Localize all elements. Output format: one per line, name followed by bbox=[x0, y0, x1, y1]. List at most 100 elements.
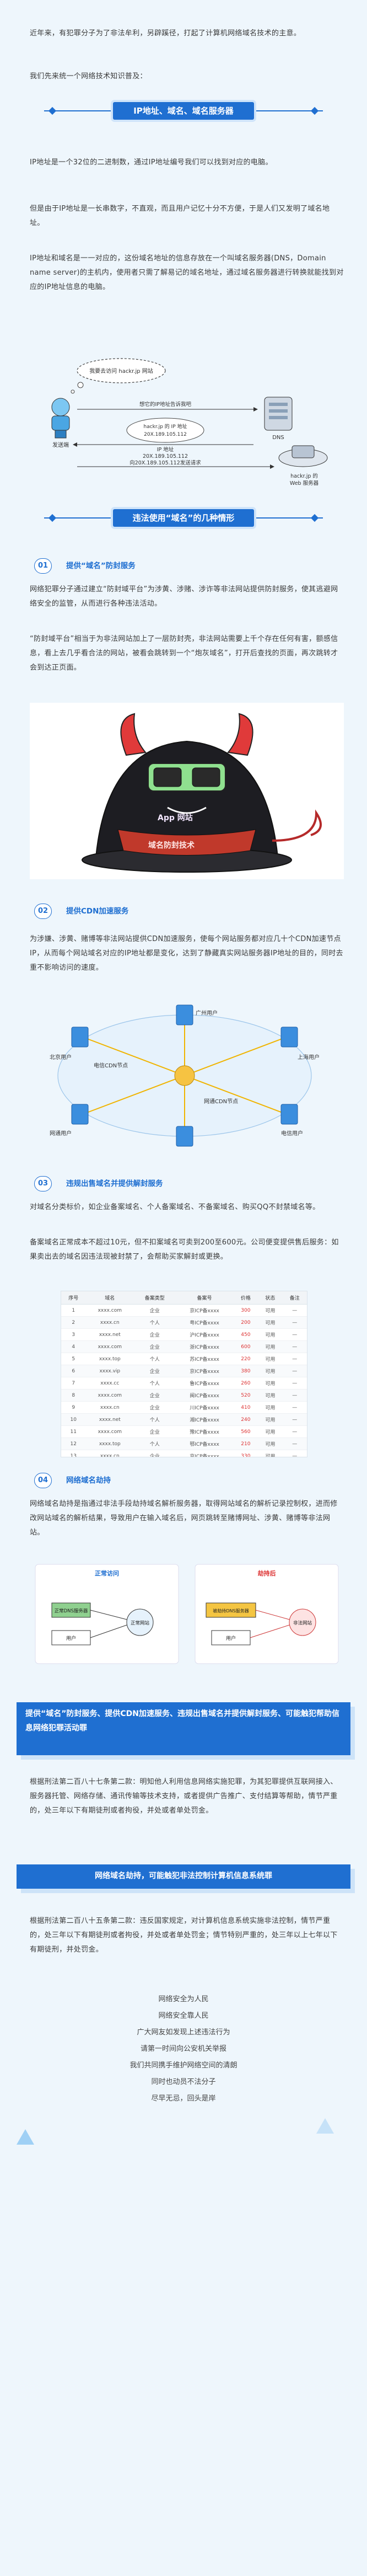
table-cell: 560 bbox=[233, 1425, 258, 1438]
table-cell: 个人 bbox=[134, 1377, 176, 1389]
section-title-misuse-text: 违法使用“域名”的几种情形 bbox=[113, 509, 254, 527]
table-cell: 可用 bbox=[258, 1413, 283, 1426]
ip-paragraph-3: IP地址和域名是一一对应的，这份域名地址的信息存放在一个叫域名服务器(DNS，D… bbox=[30, 254, 344, 291]
table-cell: 个人 bbox=[134, 1316, 176, 1329]
table-cell: xxxx.cc bbox=[85, 1377, 134, 1389]
table-cell: 豫ICP备xxxx bbox=[175, 1425, 234, 1438]
table-cell: — bbox=[282, 1377, 307, 1389]
subsection-header-01: 01 提供“域名”防封服务 bbox=[34, 557, 343, 575]
subsection-title: 提供“域名”防封服务 bbox=[66, 562, 136, 570]
ip-paragraph-1: IP地址是一个32位的二进制数，通过IP地址编号我们可以找到对应的电脑。 bbox=[30, 158, 273, 167]
hijack-normal-panel: 正常访问 正常DNS服务器 用户 正常网站 bbox=[35, 1564, 179, 1664]
table-cell: — bbox=[282, 1413, 307, 1426]
table-cell: 沪ICP备xxxx bbox=[175, 1328, 234, 1341]
misuse-1-paragraph-2: “防封域平台”相当于为非法网站加上了一层防封壳，非法网站需要上千个存在任何有害，… bbox=[30, 635, 338, 672]
table-cell: 240 bbox=[233, 1413, 258, 1426]
table-cell: — bbox=[282, 1340, 307, 1353]
table-cell: xxxx.net bbox=[85, 1328, 134, 1341]
table-cell: 湘ICP备xxxx bbox=[175, 1413, 234, 1426]
cdn-label-3: 广州用户 bbox=[196, 1009, 218, 1017]
closing-line: 广大网友如发现上述违法行为 bbox=[137, 2028, 230, 2037]
table-cell: 企业 bbox=[134, 1425, 176, 1438]
section-title-misuse: 违法使用“域名”的几种情形 bbox=[0, 504, 367, 532]
thought-dot-1 bbox=[77, 382, 84, 388]
title-diamond-left bbox=[48, 106, 57, 115]
table-header-cell: 序号 bbox=[61, 1291, 86, 1305]
table-cell: xxxx.com bbox=[85, 1304, 134, 1317]
table-cell: 可用 bbox=[258, 1316, 283, 1329]
subsection-number: 01 bbox=[34, 558, 52, 574]
ip-label: IP 地址 bbox=[157, 446, 174, 453]
crime-banner-2-text: 网络域名劫持，可能触犯非法控制计算机信息系统罪 bbox=[17, 1864, 350, 1889]
decor-triangle bbox=[316, 2118, 334, 2134]
closing-line: 我们共同携手维护网络空间的清朗 bbox=[129, 2061, 238, 2070]
table-cell: 13 bbox=[61, 1450, 86, 1457]
table-cell: 2 bbox=[61, 1316, 86, 1329]
table-cell: — bbox=[282, 1328, 307, 1341]
domain-shield-illustration: App 网站 域名防封技术 bbox=[30, 703, 344, 879]
cdn-label-5: 网通用户 bbox=[50, 1130, 72, 1137]
request-arrow-head bbox=[270, 464, 274, 469]
table-cell: 450 bbox=[233, 1328, 258, 1341]
table-cell: 300 bbox=[233, 1304, 258, 1317]
table-cell: xxxx.top bbox=[85, 1353, 134, 1365]
normal-site-label: 正常网站 bbox=[131, 1620, 150, 1626]
table-cell: 可用 bbox=[258, 1437, 283, 1450]
table-cell: 3 bbox=[61, 1328, 86, 1341]
closing-line: 同时也动员不法分子 bbox=[151, 2078, 216, 2086]
table-cell: — bbox=[282, 1304, 307, 1317]
table-cell: 7 bbox=[61, 1377, 86, 1389]
thought-bubble-text: 我要去访问 hackr.jp 网站 bbox=[89, 367, 153, 375]
table-cell: 12 bbox=[61, 1437, 86, 1450]
table-header-cell: 价格 bbox=[233, 1291, 258, 1305]
table-cell: 京ICP备xxxx bbox=[175, 1365, 234, 1377]
domain-shield-caption: 域名防封技术 bbox=[148, 841, 195, 850]
table-header-row: 序号域名备案类型备案号价格状态备注 bbox=[61, 1291, 307, 1305]
attacked-user-label: 用户 bbox=[226, 1635, 236, 1642]
table-cell: 鄂ICP备xxxx bbox=[175, 1437, 234, 1450]
table-cell: 企业 bbox=[134, 1450, 176, 1457]
title-diamond-left bbox=[48, 514, 57, 522]
table-cell: xxxx.cn bbox=[85, 1316, 134, 1329]
subsection-number: 04 bbox=[34, 1473, 52, 1488]
subsection-title: 网络域名劫持 bbox=[66, 1476, 111, 1485]
illegal-site-icon bbox=[289, 1608, 316, 1636]
table-cell: 个人 bbox=[134, 1413, 176, 1426]
subsection-header-04: 04 网络域名劫持 bbox=[34, 1472, 343, 1489]
table-cell: 可用 bbox=[258, 1365, 283, 1377]
table-cell: 苏ICP备xxxx bbox=[175, 1353, 234, 1365]
table-cell: 企业 bbox=[134, 1365, 176, 1377]
table-cell: — bbox=[282, 1450, 307, 1457]
table-cell: 个人 bbox=[134, 1353, 176, 1365]
table-header-cell: 备案类型 bbox=[134, 1291, 176, 1305]
table-cell: 企业 bbox=[134, 1401, 176, 1414]
table-cell: 京ICP备xxxx bbox=[175, 1450, 234, 1457]
crime-banner-2: 网络域名劫持，可能触犯非法控制计算机信息系统罪 bbox=[0, 1864, 367, 1893]
table-cell: xxxx.net bbox=[85, 1413, 134, 1426]
crime-banner-1: 提供“域名”防封服务、提供CDN加速服务、违规出售域名并提供解封服务、可能触犯帮… bbox=[0, 1702, 367, 1760]
answer-arrow-head bbox=[73, 442, 77, 447]
closing-line: 网络安全靠人民 bbox=[158, 2012, 209, 2020]
answer-ip: 20X.189.105.112 bbox=[144, 432, 187, 437]
title-diamond-right bbox=[310, 106, 319, 115]
cdn-label-1: 北京用户 bbox=[50, 1054, 72, 1061]
closing-line: 尽早无忌，回头是岸 bbox=[151, 2094, 216, 2103]
normal-user-label: 用户 bbox=[66, 1635, 76, 1642]
table-cell: — bbox=[282, 1425, 307, 1438]
cdn-label-7: 电信用户 bbox=[281, 1130, 303, 1137]
misuse-4-paragraph: 网络域名劫持是指通过非法手段劫持域名解析服务器，取得网站域名的解析记录控制权，进… bbox=[30, 1500, 338, 1537]
dns-diagram: 我要去访问 hackr.jp 网站 发送端 想它的IP地址告诉我吧 hackr.… bbox=[51, 358, 328, 487]
cdn-diagram: 北京用户 电信CDN节点 广州用户 上海用户 网通用户 网通CDN节点 电信用户 bbox=[50, 1004, 320, 1147]
table-cell: 企业 bbox=[134, 1328, 176, 1341]
origin-server-icon bbox=[174, 1065, 195, 1086]
hijack-normal-title: 正常访问 bbox=[95, 1569, 119, 1577]
normal-user-box bbox=[51, 1630, 91, 1645]
